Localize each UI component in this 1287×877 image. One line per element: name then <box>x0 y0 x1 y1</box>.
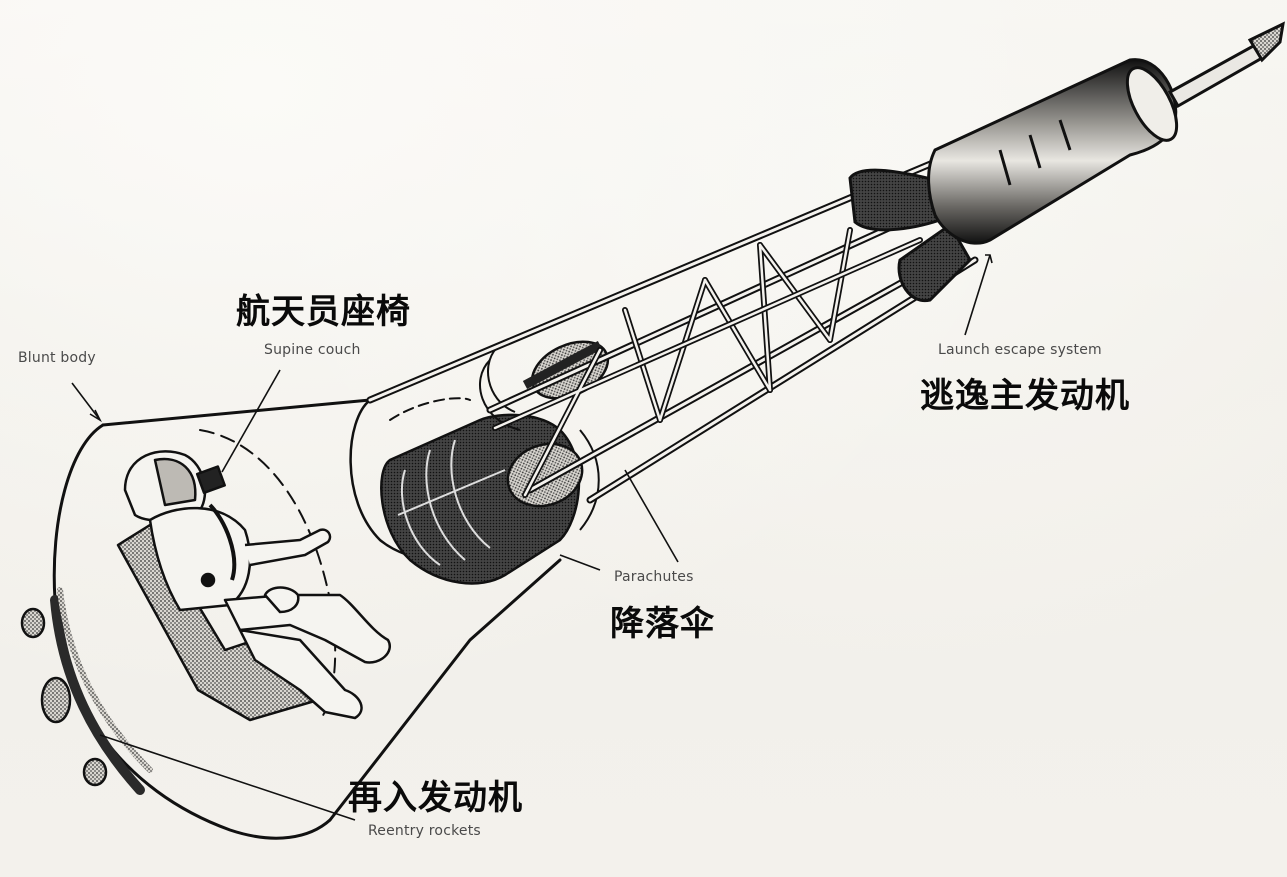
label-zh-astronaut-seat: 航天员座椅 <box>236 292 411 332</box>
label-reentry-rockets: Reentry rockets <box>368 823 481 839</box>
reentry-rocket-pods <box>20 607 108 787</box>
leader-lines <box>71 254 993 821</box>
label-blunt-body: Blunt body <box>18 350 96 366</box>
label-parachutes: Parachutes <box>614 569 694 585</box>
escape-rocket-motor <box>848 21 1285 303</box>
label-zh-escape-motor: 逃逸主发动机 <box>920 376 1130 416</box>
astronaut-on-couch <box>116 450 391 722</box>
label-zh-parachutes: 降落伞 <box>610 604 715 644</box>
escape-tower-truss <box>366 156 979 504</box>
parachute-canister <box>380 340 610 585</box>
label-zh-reentry-engines: 再入发动机 <box>348 778 523 818</box>
label-launch-escape-system: Launch escape system <box>938 342 1102 358</box>
label-supine-couch: Supine couch <box>264 342 361 358</box>
